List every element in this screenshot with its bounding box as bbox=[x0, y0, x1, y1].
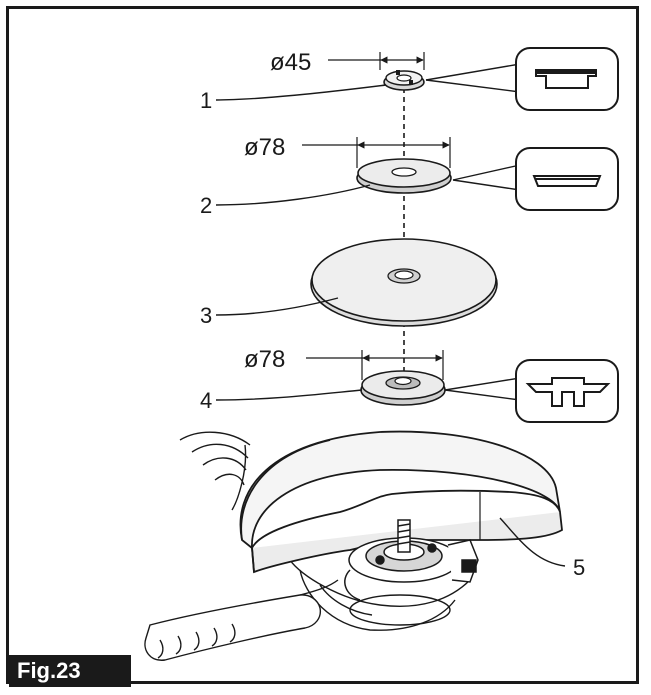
dimension-1-label: ø45 bbox=[270, 49, 311, 76]
dimension-2 bbox=[302, 137, 451, 168]
detail-box-1 bbox=[425, 47, 619, 111]
callout-2: 2 bbox=[200, 193, 212, 218]
figure-frame bbox=[6, 6, 639, 684]
callout-4: 4 bbox=[200, 388, 212, 413]
callout-5: 5 bbox=[573, 555, 585, 580]
dimension-4 bbox=[306, 350, 444, 380]
dimension-1 bbox=[328, 52, 425, 70]
leader-1 bbox=[215, 84, 387, 101]
leader-3 bbox=[215, 297, 339, 316]
dimension-2-label: ø78 bbox=[244, 134, 285, 161]
detail-box-2 bbox=[452, 147, 619, 211]
spindle-assembly bbox=[344, 519, 479, 601]
part-1-lock-nut bbox=[383, 70, 425, 91]
callout-1: 1 bbox=[200, 88, 212, 113]
figure-label: Fig.23 bbox=[9, 655, 131, 687]
leader-2 bbox=[215, 184, 371, 206]
grinder-body bbox=[144, 431, 471, 661]
callout-3: 3 bbox=[200, 303, 212, 328]
detail-box-4 bbox=[444, 359, 619, 423]
part-4-outer-flange bbox=[360, 370, 446, 406]
dimension-4-label: ø78 bbox=[244, 346, 285, 373]
part-3-wheel bbox=[310, 238, 498, 327]
leader-4 bbox=[215, 389, 363, 401]
leader-5 bbox=[499, 517, 566, 567]
part-2-inner-flange bbox=[356, 158, 452, 194]
